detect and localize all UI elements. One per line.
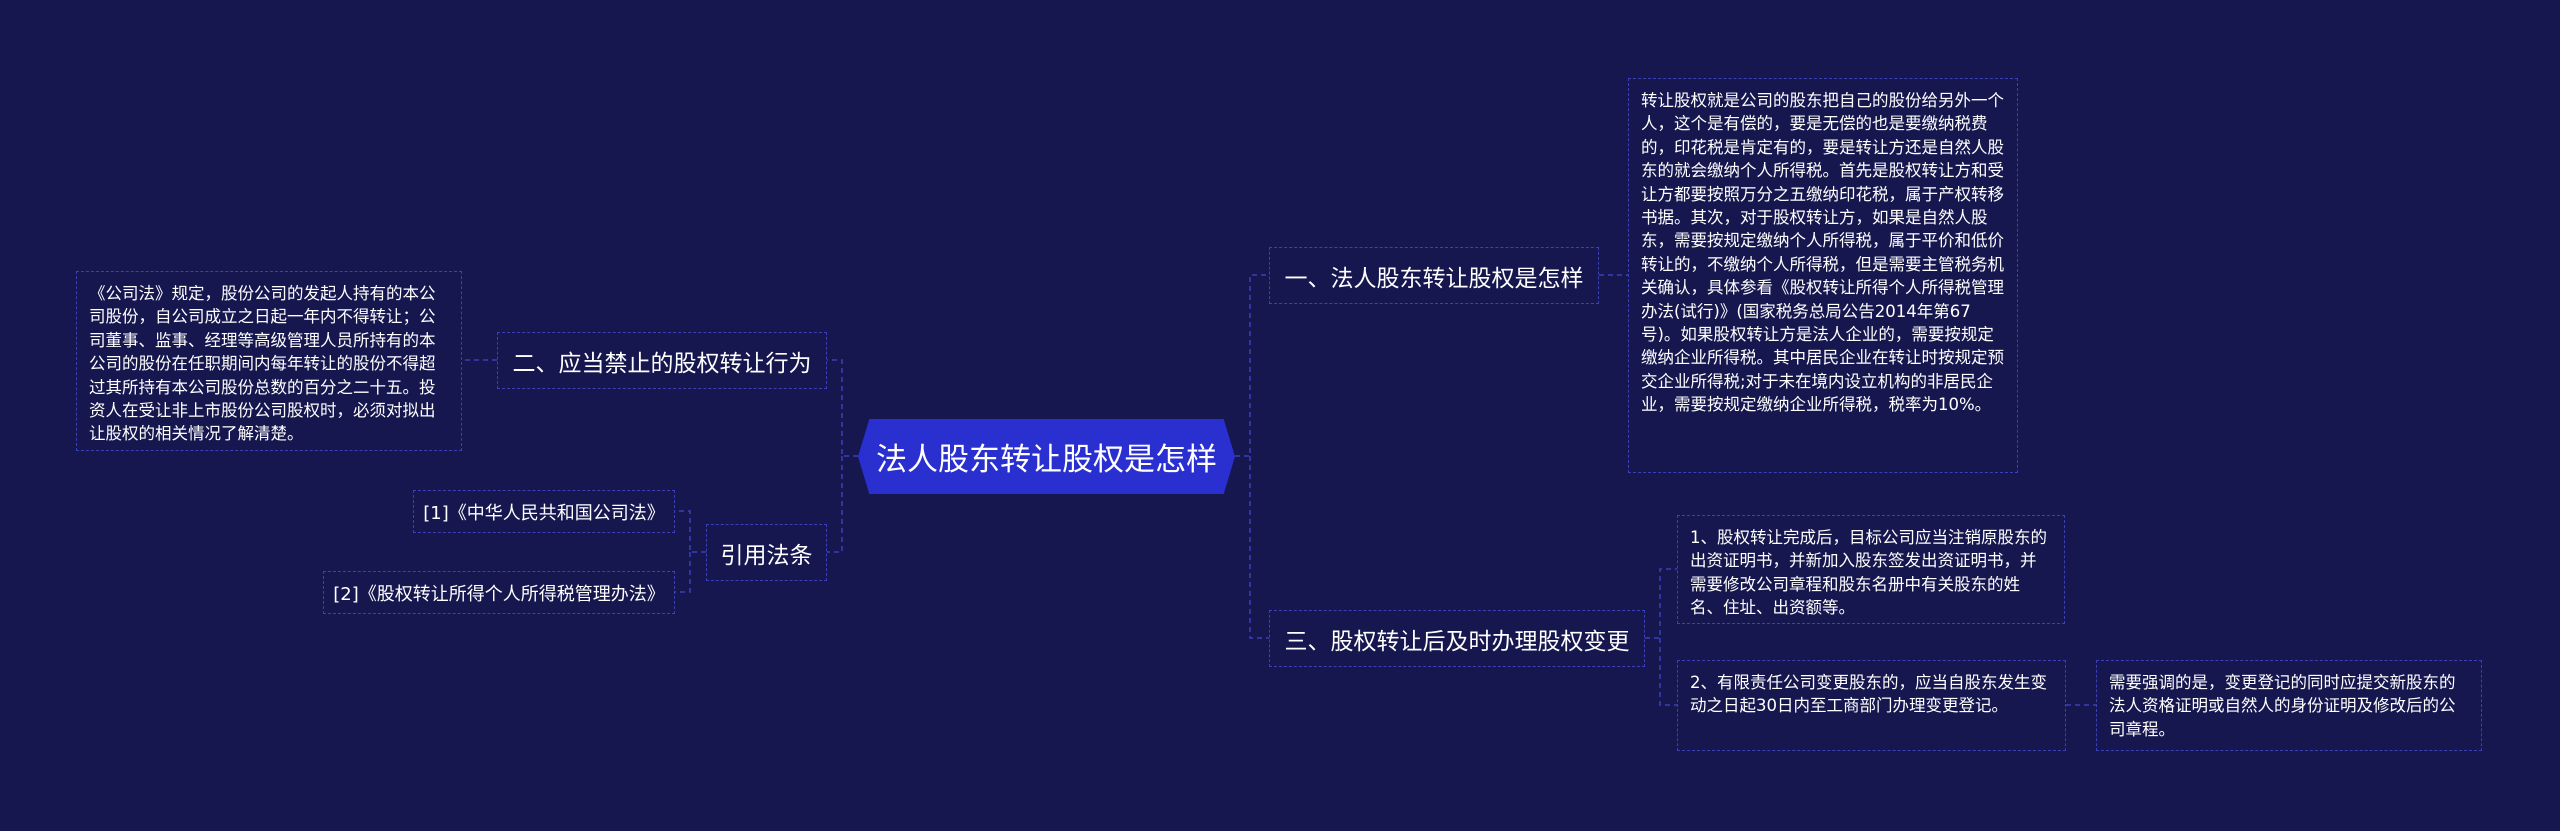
ref-label: [1]《中华人民共和国公司法》 [423, 502, 665, 524]
link-root-b1 [1235, 274, 1269, 457]
link-b4-r2 [675, 552, 691, 593]
link-b3-l4 [1659, 638, 1677, 706]
ref-tax-measures[interactable]: [2]《股权转让所得个人所得税管理办法》 [323, 571, 675, 614]
ref-company-law[interactable]: [1]《中华人民共和国公司法》 [413, 490, 675, 533]
link-b3-l3 [1645, 568, 1677, 639]
branch-transfer-method[interactable]: 一、法人股东转让股权是怎样 [1269, 247, 1599, 304]
link-root-b3 [1249, 456, 1269, 639]
root-topic[interactable]: 法人股东转让股权是怎样 [858, 419, 1235, 494]
branch-equity-change[interactable]: 三、股权转让后及时办理股权变更 [1269, 610, 1645, 667]
branch-label: 引用法条 [720, 542, 813, 569]
leaf-text: 2、有限责任公司变更股东的，应当自股东发生变动之日起30日内至工商部门办理变更登… [1690, 673, 2047, 716]
leaf-text: 需要强调的是，变更登记的同时应提交新股东的法人资格证明或自然人的身份证明及修改后… [2109, 673, 2456, 739]
leaf-text: 1、股权转让完成后，目标公司应当注销原股东的出资证明书，并新加入股东签发出资证明… [1690, 528, 2047, 618]
branch-label: 二、应当禁止的股权转让行为 [512, 350, 812, 377]
leaf-tax-explanation[interactable]: 转让股权就是公司的股东把自己的股份给另外一个人，这个是有偿的，要是无偿的也是要缴… [1628, 78, 2018, 473]
branch-cited-laws[interactable]: 引用法条 [706, 524, 827, 581]
branch-label: 三、股权转让后及时办理股权变更 [1284, 628, 1630, 655]
leaf-text: 《公司法》规定，股份公司的发起人持有的本公司股份，自公司成立之日起一年内不得转让… [89, 284, 436, 444]
link-root-b4 [827, 456, 843, 553]
link-b4-r1 [675, 510, 706, 553]
ref-label: [2]《股权转让所得个人所得税管理办法》 [333, 583, 665, 605]
leaf-step-2-note[interactable]: 需要强调的是，变更登记的同时应提交新股东的法人资格证明或自然人的身份证明及修改后… [2096, 660, 2482, 751]
root-topic-label: 法人股东转让股权是怎样 [876, 442, 1217, 478]
link-root-b2 [827, 359, 858, 457]
leaf-company-law-rule[interactable]: 《公司法》规定，股份公司的发起人持有的本公司股份，自公司成立之日起一年内不得转让… [76, 271, 462, 451]
leaf-step-2[interactable]: 2、有限责任公司变更股东的，应当自股东发生变动之日起30日内至工商部门办理变更登… [1677, 660, 2066, 751]
leaf-text: 转让股权就是公司的股东把自己的股份给另外一个人，这个是有偿的，要是无偿的也是要缴… [1641, 91, 2004, 415]
branch-label: 一、法人股东转让股权是怎样 [1284, 265, 1584, 292]
branch-prohibited-transfer[interactable]: 二、应当禁止的股权转让行为 [497, 332, 827, 389]
leaf-step-1[interactable]: 1、股权转让完成后，目标公司应当注销原股东的出资证明书，并新加入股东签发出资证明… [1677, 515, 2065, 624]
